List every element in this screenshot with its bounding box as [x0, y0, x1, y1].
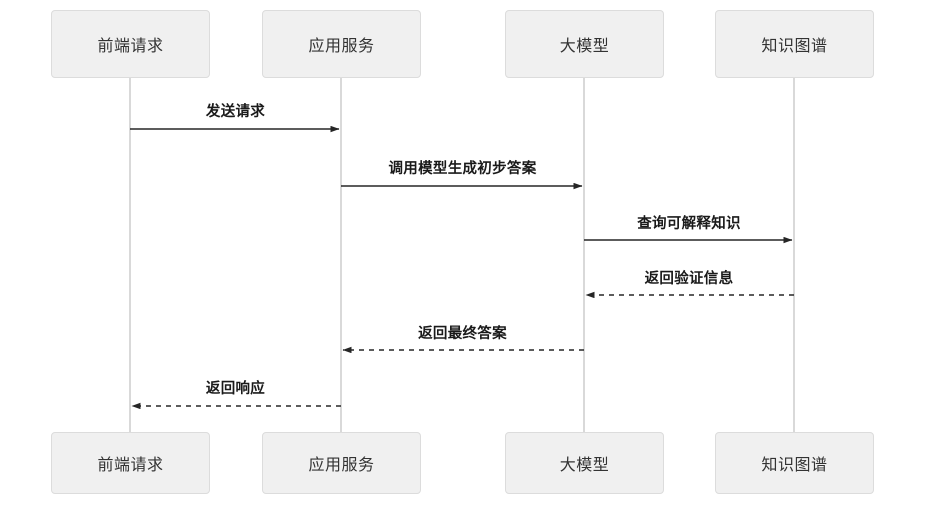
- participant-label: 大模型: [559, 457, 610, 474]
- lifelines-group: [129, 78, 795, 432]
- participant-head-frontend[interactable]: 前端请求: [51, 10, 210, 78]
- participant-foot-kg[interactable]: 知识图谱: [715, 432, 874, 494]
- participant-label: 前端请求: [97, 457, 164, 474]
- participant-head-kg[interactable]: 知识图谱: [715, 10, 874, 78]
- participant-label: 应用服务: [308, 38, 375, 55]
- participant-label: 前端请求: [97, 38, 164, 55]
- message-label-m1: 发送请求: [205, 104, 266, 120]
- participant-foot-frontend[interactable]: 前端请求: [51, 432, 210, 494]
- message-label-m5: 返回最终答案: [418, 326, 507, 342]
- message-arrows-group: [130, 125, 794, 410]
- participant-label: 应用服务: [308, 457, 375, 474]
- participant-head-llm[interactable]: 大模型: [505, 10, 664, 78]
- participant-foot-llm[interactable]: 大模型: [505, 432, 664, 494]
- message-label-m3: 查询可解释知识: [637, 216, 741, 232]
- participant-label: 知识图谱: [761, 457, 828, 474]
- message-label-m6: 返回响应: [205, 381, 266, 397]
- message-label-m4: 返回验证信息: [644, 271, 734, 287]
- participant-label: 知识图谱: [761, 38, 828, 55]
- participant-label: 大模型: [559, 38, 610, 55]
- participant-head-appservice[interactable]: 应用服务: [262, 10, 421, 78]
- message-label-m2: 调用模型生成初步答案: [388, 161, 537, 177]
- participant-foot-appservice[interactable]: 应用服务: [262, 432, 421, 494]
